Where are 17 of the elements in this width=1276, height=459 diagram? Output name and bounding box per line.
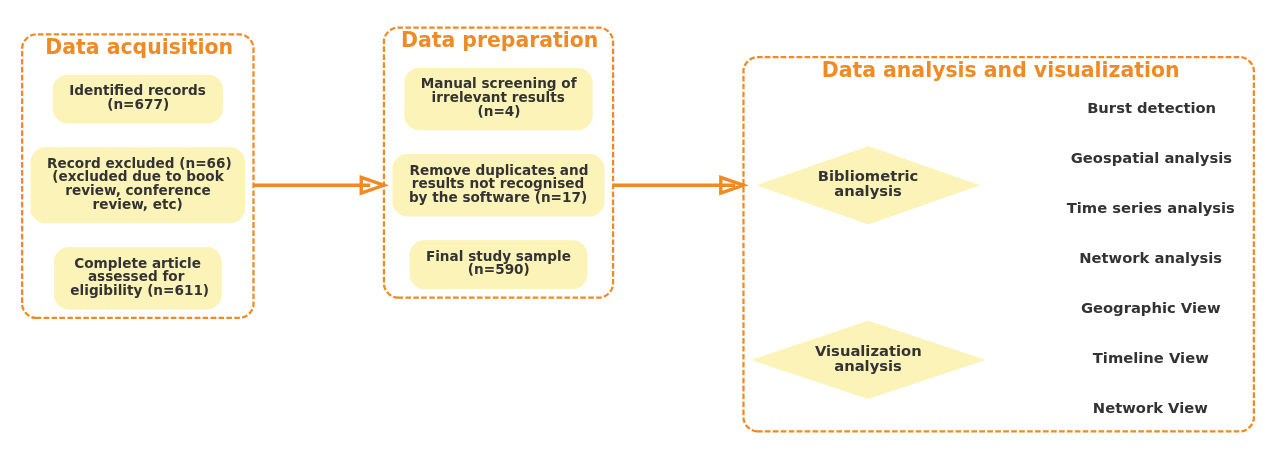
- arrow: [613, 174, 749, 196]
- node-diamond: Bibliometric analysis: [756, 146, 980, 225]
- label: Network analysis: [1079, 248, 1223, 266]
- node-box: Final study sample (n=590): [409, 240, 588, 290]
- label: Time series analysis: [1066, 198, 1235, 216]
- label: Geospatial analysis: [1070, 149, 1233, 167]
- node-box: Complete article assessed for eligibility (n=611): [53, 247, 222, 310]
- label: Timeline View: [1092, 348, 1209, 366]
- node-box: Manual screening of irrelevant results (n=4): [404, 67, 593, 131]
- label: Geographic View: [1080, 298, 1221, 316]
- node-box: Remove duplicates and results not recognised by the software (n=17): [392, 154, 605, 217]
- node-box: Identified records (n=677): [52, 74, 223, 124]
- node-box: Record excluded (n=66) (excluded due to book review, conference review, etc): [30, 147, 245, 224]
- node-diamond: Visualization analysis: [750, 320, 986, 400]
- label: Burst detection: [1087, 99, 1217, 117]
- label: Network View: [1092, 398, 1208, 416]
- arrow: [253, 174, 390, 196]
